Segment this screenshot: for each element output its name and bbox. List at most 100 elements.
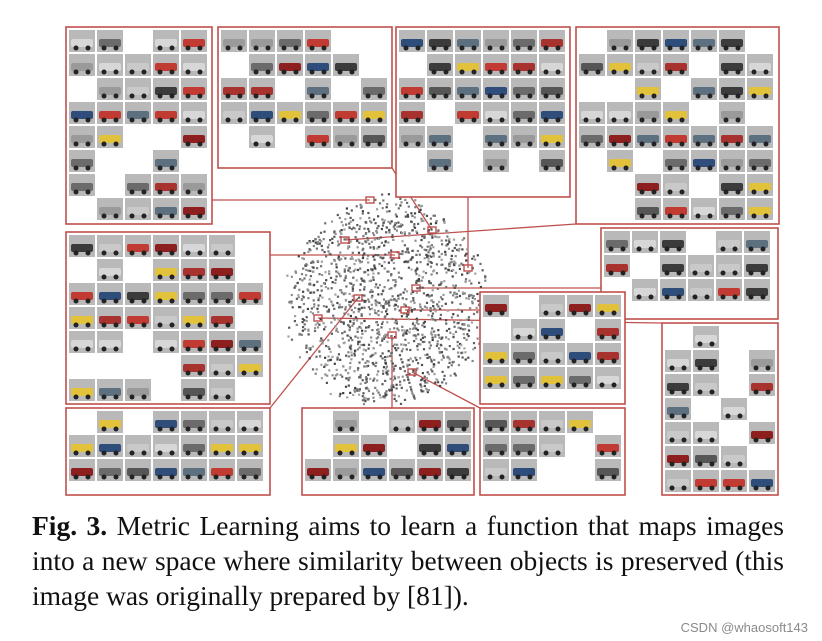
embedding-point xyxy=(361,242,364,245)
embedding-point xyxy=(336,295,340,298)
embedding-point xyxy=(339,289,342,292)
embedding-point xyxy=(424,354,427,357)
embedding-point xyxy=(433,373,436,376)
embedding-point xyxy=(381,218,384,221)
embedding-point xyxy=(326,246,330,249)
embedding-point xyxy=(311,368,315,371)
embedding-point xyxy=(362,343,365,347)
embedding-point xyxy=(312,299,315,302)
embedding-point xyxy=(314,323,317,326)
embedding-point xyxy=(378,283,382,287)
embedding-point xyxy=(384,240,387,243)
embedding-point xyxy=(434,381,437,384)
embedding-point xyxy=(369,220,372,223)
embedding-point xyxy=(415,327,418,330)
embedding-point xyxy=(447,247,451,250)
embedding-point xyxy=(327,355,330,358)
embedding-point xyxy=(335,327,338,330)
embedding-point xyxy=(416,348,419,351)
embedding-point xyxy=(356,389,359,392)
car-thumbnail xyxy=(719,150,745,172)
embedding-point xyxy=(319,317,322,321)
embedding-point xyxy=(401,252,404,256)
embedding-point xyxy=(374,299,377,302)
car-thumbnail xyxy=(153,54,179,76)
embedding-point xyxy=(412,327,415,330)
embedding-point xyxy=(324,356,327,359)
car-thumbnail xyxy=(209,235,235,257)
embedding-point xyxy=(390,360,393,363)
embedding-point xyxy=(318,242,321,245)
embedding-point xyxy=(386,270,389,273)
embedding-point xyxy=(384,359,387,362)
embedding-point xyxy=(466,272,469,275)
embedding-point xyxy=(398,276,401,279)
embedding-point xyxy=(329,276,333,279)
embedding-point xyxy=(317,235,320,238)
embedding-point xyxy=(373,264,376,267)
embedding-point xyxy=(395,203,398,206)
embedding-point xyxy=(325,279,328,282)
embedding-point xyxy=(324,271,327,274)
embedding-point xyxy=(350,354,353,357)
embedding-point xyxy=(331,374,334,377)
embedding-point xyxy=(411,214,414,218)
embedding-point xyxy=(369,291,372,294)
embedding-point xyxy=(387,270,390,273)
car-thumbnail xyxy=(333,435,359,457)
embedding-point xyxy=(455,292,458,295)
embedding-point xyxy=(426,353,429,356)
embedding-point xyxy=(348,301,351,304)
embedding-point xyxy=(324,285,327,289)
embedding-point xyxy=(349,335,352,338)
embedding-point xyxy=(413,324,416,327)
embedding-point xyxy=(330,300,333,303)
embedding-point xyxy=(356,348,359,351)
embedding-point xyxy=(428,347,431,350)
embedding-point xyxy=(294,271,298,274)
embedding-point xyxy=(437,329,440,332)
embedding-point xyxy=(349,361,352,365)
car-thumbnail xyxy=(153,102,179,124)
embedding-point xyxy=(363,396,366,399)
embedding-point xyxy=(348,367,351,370)
embedding-point xyxy=(387,369,390,372)
embedding-point xyxy=(416,266,419,270)
embedding-point xyxy=(378,263,381,266)
embedding-point xyxy=(465,259,468,262)
embedding-point xyxy=(416,231,419,234)
car-thumbnail xyxy=(125,102,151,124)
embedding-point xyxy=(430,244,433,247)
embedding-point xyxy=(445,329,448,332)
connector-line xyxy=(344,223,577,241)
cluster-panel xyxy=(65,26,213,225)
embedding-point xyxy=(432,365,435,368)
embedding-point xyxy=(363,227,366,230)
embedding-point xyxy=(441,336,444,339)
embedding-point xyxy=(305,274,308,277)
car-thumbnail xyxy=(665,398,691,420)
embedding-point xyxy=(459,327,462,330)
embedding-point xyxy=(395,320,398,323)
car-thumbnail xyxy=(153,307,179,329)
embedding-point xyxy=(476,326,479,329)
embedding-point xyxy=(418,253,421,256)
embedding-point xyxy=(388,210,391,213)
embedding-point xyxy=(410,212,413,215)
car-thumbnail xyxy=(539,295,565,317)
embedding-point xyxy=(453,325,456,328)
embedding-point xyxy=(318,350,321,353)
car-thumbnail xyxy=(97,78,123,100)
car-thumbnail xyxy=(305,30,331,52)
embedding-point xyxy=(392,369,395,372)
embedding-point xyxy=(384,361,387,364)
embedding-point xyxy=(316,242,319,246)
embedding-point xyxy=(467,316,471,319)
car-thumbnail xyxy=(97,126,123,148)
embedding-point xyxy=(361,332,364,335)
embedding-point xyxy=(405,389,408,392)
embedding-point xyxy=(386,308,389,311)
embedding-point xyxy=(403,260,406,264)
embedding-point xyxy=(325,305,328,308)
embedding-point xyxy=(346,396,349,399)
